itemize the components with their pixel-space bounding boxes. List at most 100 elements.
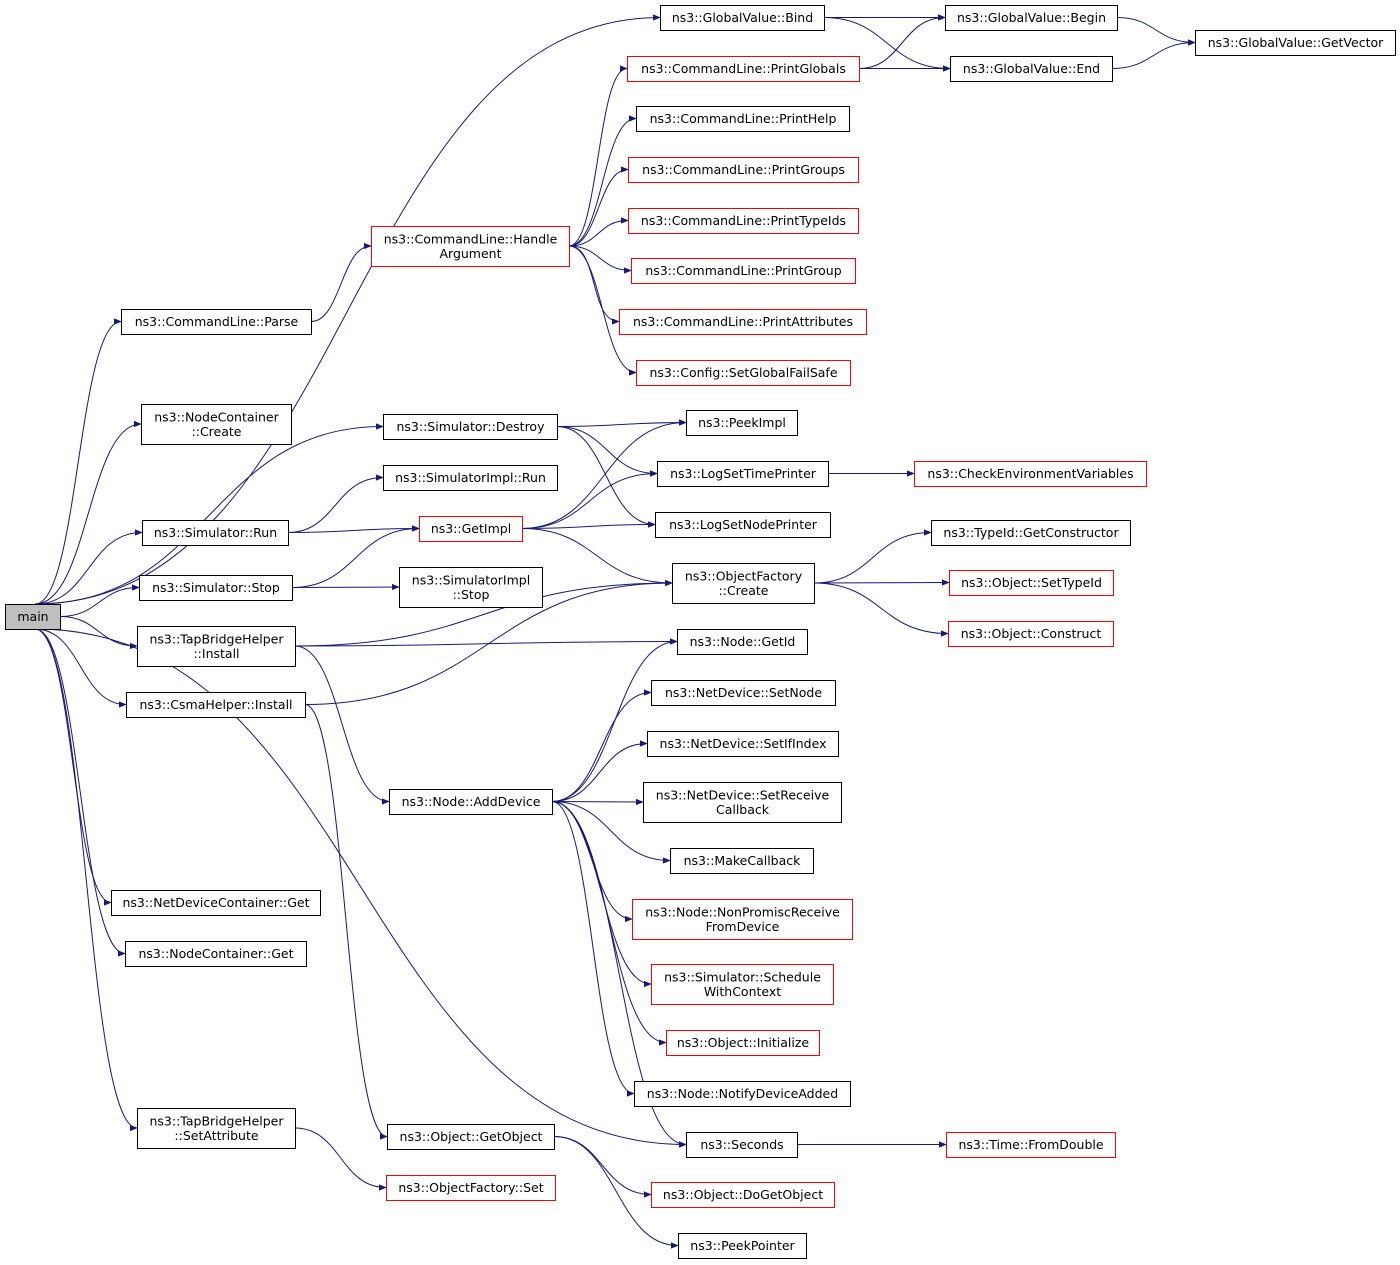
node-obj-initialize[interactable]: ns3::Object::Initialize [666, 1030, 820, 1056]
node-label: ns3::LogSetNodePrinter [669, 517, 818, 532]
node-sim-stop[interactable]: ns3::Simulator::Stop [139, 575, 293, 601]
node-box [628, 157, 859, 183]
node-cl-printattributes[interactable]: ns3::CommandLine::PrintAttributes [619, 309, 867, 335]
node-of-create[interactable]: ns3::ObjectFactory::Create [672, 563, 815, 604]
node-box [657, 461, 829, 487]
node-nc-create[interactable]: ns3::NodeContainer::Create [141, 404, 292, 445]
node-box [686, 1132, 798, 1158]
node-main[interactable]: main [5, 604, 61, 630]
node-tbh-install[interactable]: ns3::TapBridgeHelper::Install [137, 626, 296, 667]
edge-getimpl-to-logsettimeprinter [521, 470, 658, 529]
node-label: ns3::Node::AddDevice [402, 794, 541, 809]
edge-sim_destroy-to-logsettimeprinter [556, 426, 658, 477]
node-sim-run[interactable]: ns3::Simulator::Run [142, 520, 289, 546]
node-box [945, 5, 1118, 31]
node-gv-getvector[interactable]: ns3::GlobalValue::GetVector [1195, 30, 1396, 56]
node-cl-printtypeids[interactable]: ns3::CommandLine::PrintTypeIds [628, 208, 859, 234]
node-label: ns3::NodeContainer [154, 409, 279, 424]
node-obj-construct[interactable]: ns3::Object::Construct [948, 621, 1114, 647]
node-box [632, 899, 853, 940]
node-simimpl-stop[interactable]: ns3::SimulatorImpl::Stop [399, 567, 543, 608]
node-getimpl[interactable]: ns3::GetImpl [419, 516, 523, 542]
node-box [126, 692, 306, 718]
node-simimpl-run[interactable]: ns3::SimulatorImpl::Run [383, 465, 558, 491]
node-cl-printglobals[interactable]: ns3::CommandLine::PrintGlobals [627, 56, 860, 82]
node-node-adddevice[interactable]: ns3::Node::AddDevice [389, 789, 553, 815]
node-box [949, 570, 1114, 596]
node-logsettimeprinter[interactable]: ns3::LogSetTimePrinter [657, 461, 829, 487]
node-csma-install[interactable]: ns3::CsmaHelper::Install [126, 692, 306, 718]
node-node-notifydeviceadded[interactable]: ns3::Node::NotifyDeviceAdded [634, 1081, 851, 1107]
node-logsetnodeprinter[interactable]: ns3::LogSetNodePrinter [655, 512, 831, 538]
node-checkenv[interactable]: ns3::CheckEnvironmentVariables [914, 461, 1147, 487]
node-label: main [17, 609, 48, 624]
node-peekimpl[interactable]: ns3::PeekImpl [686, 410, 798, 436]
node-label: ns3::Node::NonPromiscReceive [645, 904, 840, 919]
node-cl-printgroups[interactable]: ns3::CommandLine::PrintGroups [628, 157, 859, 183]
node-of-set[interactable]: ns3::ObjectFactory::Set [386, 1175, 556, 1201]
node-box [651, 964, 834, 1005]
node-label: ns3::ObjectFactory [685, 568, 803, 583]
node-box [386, 1175, 556, 1201]
node-sim-destroy[interactable]: ns3::Simulator::Destroy [383, 414, 558, 440]
edge-main-to-nc_get [35, 628, 126, 957]
edge-of_create-to-typeid_getconstructor [813, 529, 932, 584]
node-makecallback[interactable]: ns3::MakeCallback [670, 848, 814, 874]
node-gv-bind[interactable]: ns3::GlobalValue::Bind [660, 5, 825, 31]
node-box [121, 309, 312, 335]
edge-node_adddevice-to-nd_setreceivecallback [551, 798, 644, 806]
node-cl-printgroup[interactable]: ns3::CommandLine::PrintGroup [631, 258, 856, 284]
node-obj-settypeid[interactable]: ns3::Object::SetTypeId [949, 570, 1114, 596]
node-nc-get[interactable]: ns3::NodeContainer::Get [125, 941, 307, 967]
node-gv-begin[interactable]: ns3::GlobalValue::Begin [945, 5, 1118, 31]
edge-getimpl-to-logsetnodeprinter [521, 521, 656, 529]
node-obj-dogetobject[interactable]: ns3::Object::DoGetObject [651, 1182, 835, 1208]
edge-node_adddevice-to-seconds [551, 801, 687, 1148]
node-label: ns3::NetDevice::SetIfIndex [660, 736, 827, 751]
edge-cl_printglobals-to-gv_begin [858, 14, 946, 69]
node-label: ::Create [192, 424, 242, 439]
node-seconds[interactable]: ns3::Seconds [686, 1132, 798, 1158]
edge-main-to-cl_parse [35, 318, 122, 605]
node-tbh-setattribute[interactable]: ns3::TapBridgeHelper::SetAttribute [137, 1108, 296, 1149]
edge-sim_stop-to-simimpl_stop [291, 583, 400, 591]
node-node-getid[interactable]: ns3::Node::GetId [677, 629, 808, 655]
node-cfg-setglobalfailsafe[interactable]: ns3::Config::SetGlobalFailSafe [636, 360, 851, 386]
node-box [383, 465, 558, 491]
node-label: ns3::Simulator::Destroy [397, 419, 546, 434]
node-label: ns3::CheckEnvironmentVariables [927, 466, 1133, 481]
node-label: ns3::NetDevice::SetNode [665, 685, 822, 700]
node-label: ns3::SimulatorImpl::Run [395, 470, 546, 485]
node-typeid-getconstructor[interactable]: ns3::TypeId::GetConstructor [931, 520, 1131, 546]
node-box [371, 226, 570, 267]
node-label: WithContext [704, 984, 781, 999]
node-time-fromdouble[interactable]: ns3::Time::FromDouble [946, 1132, 1116, 1158]
node-nd-setnode[interactable]: ns3::NetDevice::SetNode [651, 680, 836, 706]
edge-cl_handleargument-to-cl_printattributes [568, 245, 620, 325]
node-gv-end[interactable]: ns3::GlobalValue::End [950, 56, 1113, 82]
node-label: ns3::PeekPointer [690, 1238, 795, 1253]
node-label: ns3::Config::SetGlobalFailSafe [649, 365, 837, 380]
node-peekpointer[interactable]: ns3::PeekPointer [678, 1233, 807, 1259]
node-label: ns3::LogSetTimePrinter [670, 466, 817, 481]
edge-obj_getobject-to-obj_dogetobject [553, 1136, 652, 1198]
node-box [686, 410, 798, 436]
node-label: ns3::CommandLine::PrintAttributes [633, 314, 853, 329]
edge-gv_end-to-gv_getvector [1111, 39, 1196, 69]
node-cl-printhelp[interactable]: ns3::CommandLine::PrintHelp [636, 106, 850, 132]
node-box [666, 1030, 820, 1056]
node-label: ::Create [719, 583, 769, 598]
edge-main-to-csma_install [35, 628, 127, 708]
node-cl-parse[interactable]: ns3::CommandLine::Parse [121, 309, 312, 335]
node-ndc-get[interactable]: ns3::NetDeviceContainer::Get [111, 890, 321, 916]
edge-cl_parse-to-cl_handleargument [310, 242, 372, 322]
node-label: ns3::GlobalValue::Bind [672, 10, 813, 25]
node-obj-getobject[interactable]: ns3::Object::GetObject [387, 1124, 555, 1150]
node-nd-setifindex[interactable]: ns3::NetDevice::SetIfIndex [647, 731, 839, 757]
node-label: FromDevice [706, 919, 780, 934]
